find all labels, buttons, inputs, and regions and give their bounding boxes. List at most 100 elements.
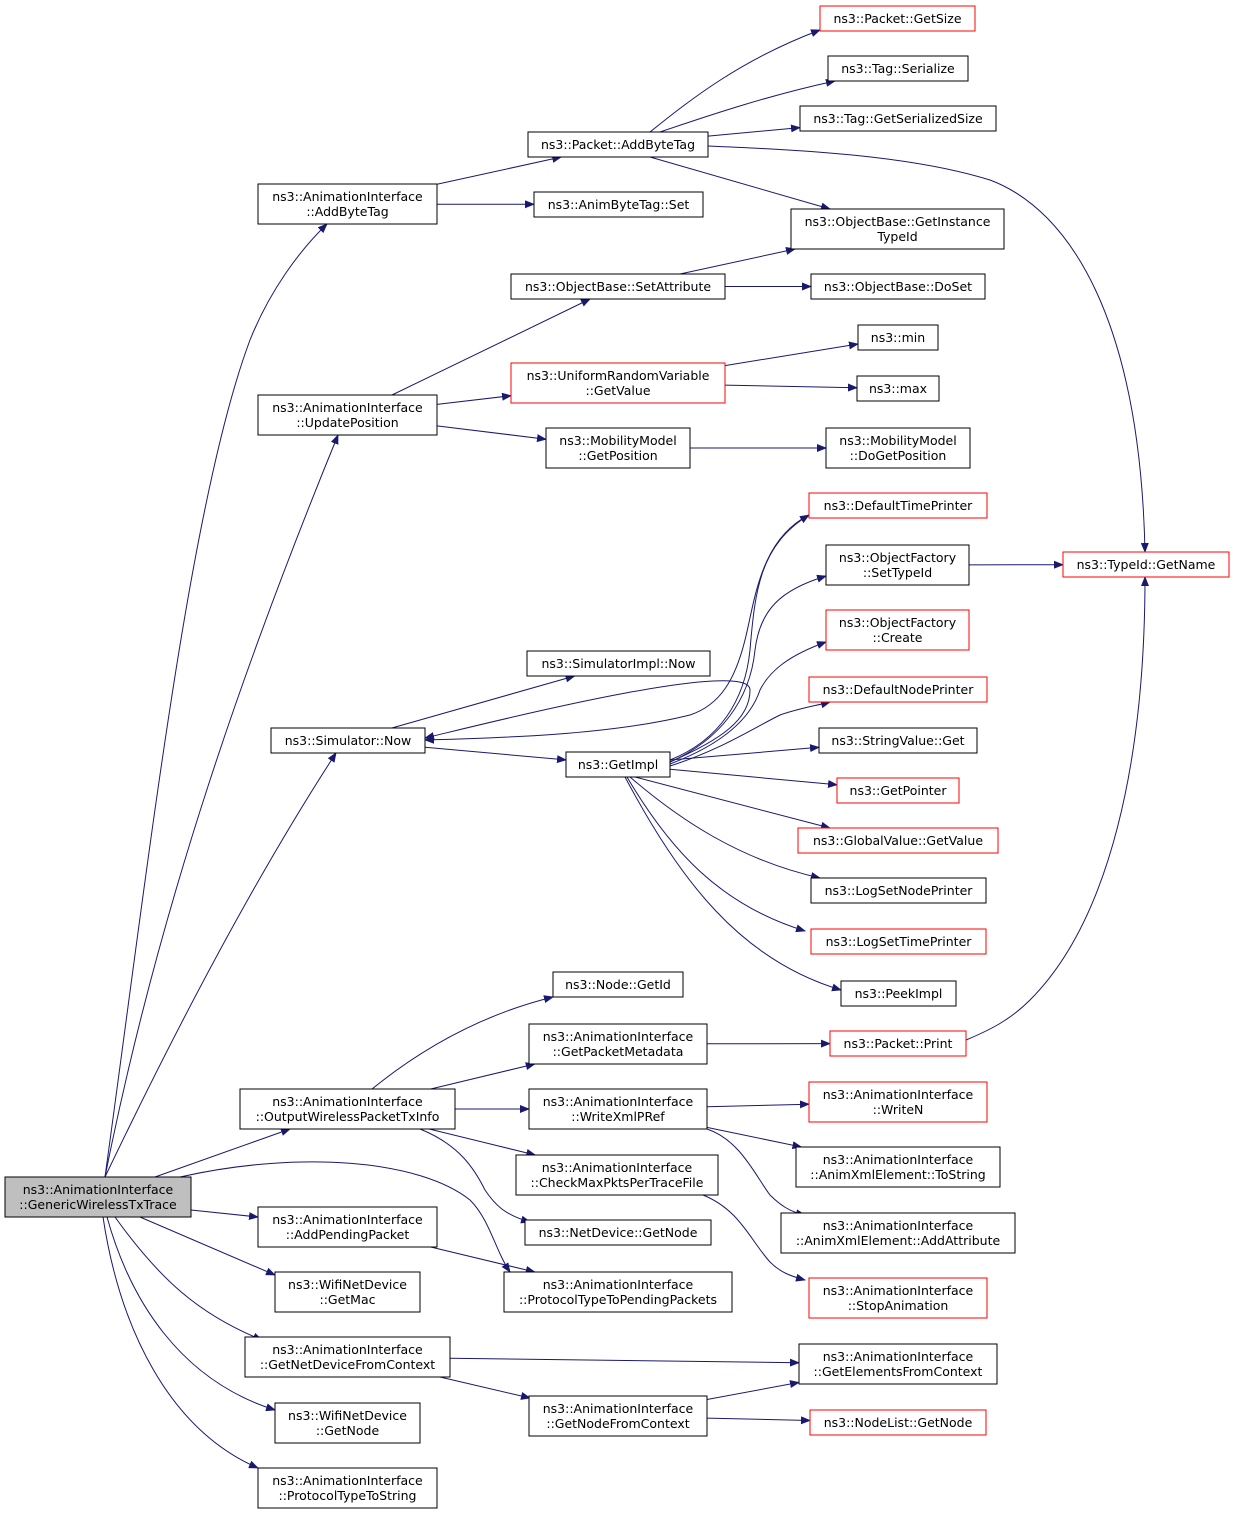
node-netdevice-getnode[interactable]: ns3::NetDevice::GetNode (524, 1219, 712, 1246)
node-getimpl[interactable]: ns3::GetImpl (565, 751, 671, 778)
node-box (836, 777, 960, 804)
node-label-line: ns3::UniformRandomVariable (527, 368, 710, 383)
node-packet-print[interactable]: ns3::Packet::Print (829, 1030, 967, 1057)
node-animxml-tostring[interactable]: ns3::AnimationInterface::AnimXmlElement:… (795, 1146, 1001, 1188)
node-label-line: ::ProtocolTypeToPendingPackets (519, 1292, 717, 1307)
node-getpointer[interactable]: ns3::GetPointer (836, 777, 960, 804)
node-protocol-to-string[interactable]: ns3::AnimationInterface::ProtocolTypeToS… (257, 1467, 438, 1509)
node-label-line: ns3::AnimationInterface (23, 1182, 174, 1197)
node-nodelist-getnode[interactable]: ns3::NodeList::GetNode (809, 1409, 987, 1436)
node-label-line: ns3::AnimationInterface (272, 400, 423, 415)
node-node-getid[interactable]: ns3::Node::GetId (552, 971, 684, 998)
node-packet-getsize[interactable]: ns3::Packet::GetSize (819, 5, 976, 32)
node-box (528, 1088, 708, 1130)
edge-uniform_getvalue-to-ns3_max (724, 383, 858, 392)
node-label-line: ns3::AnimationInterface (823, 1087, 974, 1102)
node-mobility-dogetpos[interactable]: ns3::MobilityModel::DoGetPosition (825, 427, 971, 469)
node-add-pending[interactable]: ns3::AnimationInterface::AddPendingPacke… (257, 1206, 438, 1248)
node-packet-addbytetag[interactable]: ns3::Packet::AddByteTag (527, 131, 709, 158)
edge-output_wireless-to-node_getid (371, 995, 554, 1090)
node-get-netdevice-ctx[interactable]: ns3::AnimationInterface::GetNetDeviceFro… (244, 1336, 451, 1378)
node-write-n[interactable]: ns3::AnimationInterface::WriteN (808, 1081, 988, 1123)
node-tag-serialize[interactable]: ns3::Tag::Serialize (827, 55, 969, 82)
node-add-byte-tag[interactable]: ns3::AnimationInterface::AddByteTag (257, 183, 438, 225)
node-animxml-addattr[interactable]: ns3::AnimationInterface::AnimXmlElement:… (780, 1212, 1016, 1254)
edge-update_position-to-mobility_getpos (436, 425, 547, 443)
node-objectbase-doset[interactable]: ns3::ObjectBase::DoSet (810, 273, 986, 300)
node-simimpl-now[interactable]: ns3::SimulatorImpl::Now (526, 650, 711, 677)
node-objectbase-setattr[interactable]: ns3::ObjectBase::SetAttribute (510, 273, 726, 300)
node-label-line: ns3::AnimationInterface (272, 1473, 423, 1488)
node-get-elements-ctx[interactable]: ns3::AnimationInterface::GetElementsFrom… (798, 1343, 998, 1385)
node-update-position[interactable]: ns3::AnimationInterface::UpdatePosition (257, 394, 438, 436)
edge-root-to-add_byte_tag (104, 223, 328, 1178)
node-label-line: ::CheckMaxPktsPerTraceFile (531, 1175, 704, 1190)
edge-update_position-to-objectbase_setattr (391, 298, 591, 396)
node-box (808, 1277, 988, 1319)
node-box (528, 1023, 708, 1065)
node-label-line: ns3::Tag::GetSerializedSize (813, 111, 983, 126)
node-box (552, 971, 684, 998)
node-label-line: ns3::GetImpl (578, 757, 658, 772)
node-box (857, 324, 939, 351)
node-box (244, 1336, 451, 1378)
node-label-line: ns3::Simulator::Now (285, 733, 412, 748)
node-typeid-getname[interactable]: ns3::TypeId::GetName (1062, 551, 1230, 578)
node-label-line: ns3::AnimationInterface (823, 1283, 974, 1298)
node-label-line: ns3::AnimationInterface (543, 1277, 694, 1292)
node-box (510, 362, 726, 404)
node-label-line: ns3::MobilityModel (559, 433, 676, 448)
node-box (827, 55, 969, 82)
node-label-line: ::GetNodeFromContext (546, 1416, 689, 1431)
node-logset-nodeprinter[interactable]: ns3::LogSetNodePrinter (810, 877, 987, 904)
node-box (818, 727, 978, 754)
node-label-line: ns3::AnimationInterface (823, 1218, 974, 1233)
node-get-node-ctx[interactable]: ns3::AnimationInterface::GetNodeFromCont… (528, 1395, 708, 1437)
edge-add_pending-to-protocol_to_pending (430, 1246, 536, 1274)
node-protocol-to-pending[interactable]: ns3::AnimationInterface::ProtocolTypeToP… (503, 1271, 733, 1313)
node-label-line: ::GetMac (319, 1292, 375, 1307)
node-get-packet-metadata[interactable]: ns3::AnimationInterface::GetPacketMetada… (528, 1023, 708, 1065)
node-ns3-max[interactable]: ns3::max (856, 375, 940, 402)
node-label-line: ns3::ObjectBase::SetAttribute (525, 279, 711, 294)
edge-getimpl-to-logset_timeprinter (626, 776, 806, 933)
node-simulator-now[interactable]: ns3::Simulator::Now (270, 727, 426, 754)
node-label-line: ns3::MobilityModel (839, 433, 956, 448)
node-stringvalue-get[interactable]: ns3::StringValue::Get (818, 727, 978, 754)
node-wifi-getmac[interactable]: ns3::WifiNetDevice::GetMac (274, 1271, 421, 1313)
node-ns3-min[interactable]: ns3::min (857, 324, 939, 351)
node-box (808, 676, 988, 703)
node-label-line: ::WriteN (873, 1102, 924, 1117)
node-objectfactory-settypeid[interactable]: ns3::ObjectFactory::SetTypeId (825, 544, 970, 586)
node-wifi-getnode[interactable]: ns3::WifiNetDevice::GetNode (274, 1402, 421, 1444)
edge-root-to-protocol_to_string (102, 1216, 259, 1469)
edge-default_time_printer-to-simulator_now (424, 514, 810, 744)
node-objectfactory-create[interactable]: ns3::ObjectFactory::Create (825, 609, 970, 651)
node-logset-timeprinter[interactable]: ns3::LogSetTimePrinter (810, 928, 987, 955)
edge-getimpl-to-peekimpl (624, 776, 842, 992)
node-default-time-printer[interactable]: ns3::DefaultTimePrinter (808, 492, 988, 519)
node-tag-getserializedsize[interactable]: ns3::Tag::GetSerializedSize (799, 105, 997, 132)
node-box (810, 928, 987, 955)
node-peekimpl[interactable]: ns3::PeekImpl (840, 980, 957, 1007)
node-mobility-getpos[interactable]: ns3::MobilityModel::GetPosition (545, 427, 691, 469)
node-uniform-getvalue[interactable]: ns3::UniformRandomVariable::GetValue (510, 362, 726, 404)
node-label-line: ::StopAnimation (848, 1298, 949, 1313)
node-write-xml-pref[interactable]: ns3::AnimationInterface::WriteXmlPRef (528, 1088, 708, 1130)
node-label-line: ::GetNode (316, 1423, 380, 1438)
node-label-line: ns3::Node::GetId (565, 977, 671, 992)
node-label-line: ::WriteXmlPRef (571, 1109, 665, 1124)
node-root[interactable]: ns3::AnimationInterface::GenericWireless… (4, 1176, 192, 1218)
node-output-wireless[interactable]: ns3::AnimationInterface::OutputWirelessP… (239, 1088, 456, 1130)
node-stop-animation[interactable]: ns3::AnimationInterface::StopAnimation (808, 1277, 988, 1319)
edge-getimpl-to-default_node_printer (669, 700, 831, 767)
node-default-node-printer[interactable]: ns3::DefaultNodePrinter (808, 676, 988, 703)
edge-getimpl-to-default_time_printer (669, 514, 810, 761)
node-animbytetag-set[interactable]: ns3::AnimByteTag::Set (533, 191, 704, 218)
edge-root-to-output_wireless (154, 1128, 291, 1178)
node-label-line: ::DoGetPosition (850, 448, 947, 463)
node-globalvalue-getvalue[interactable]: ns3::GlobalValue::GetValue (797, 827, 999, 854)
node-check-max-pkts[interactable]: ns3::AnimationInterface::CheckMaxPktsPer… (515, 1154, 719, 1196)
node-box (257, 1206, 438, 1248)
